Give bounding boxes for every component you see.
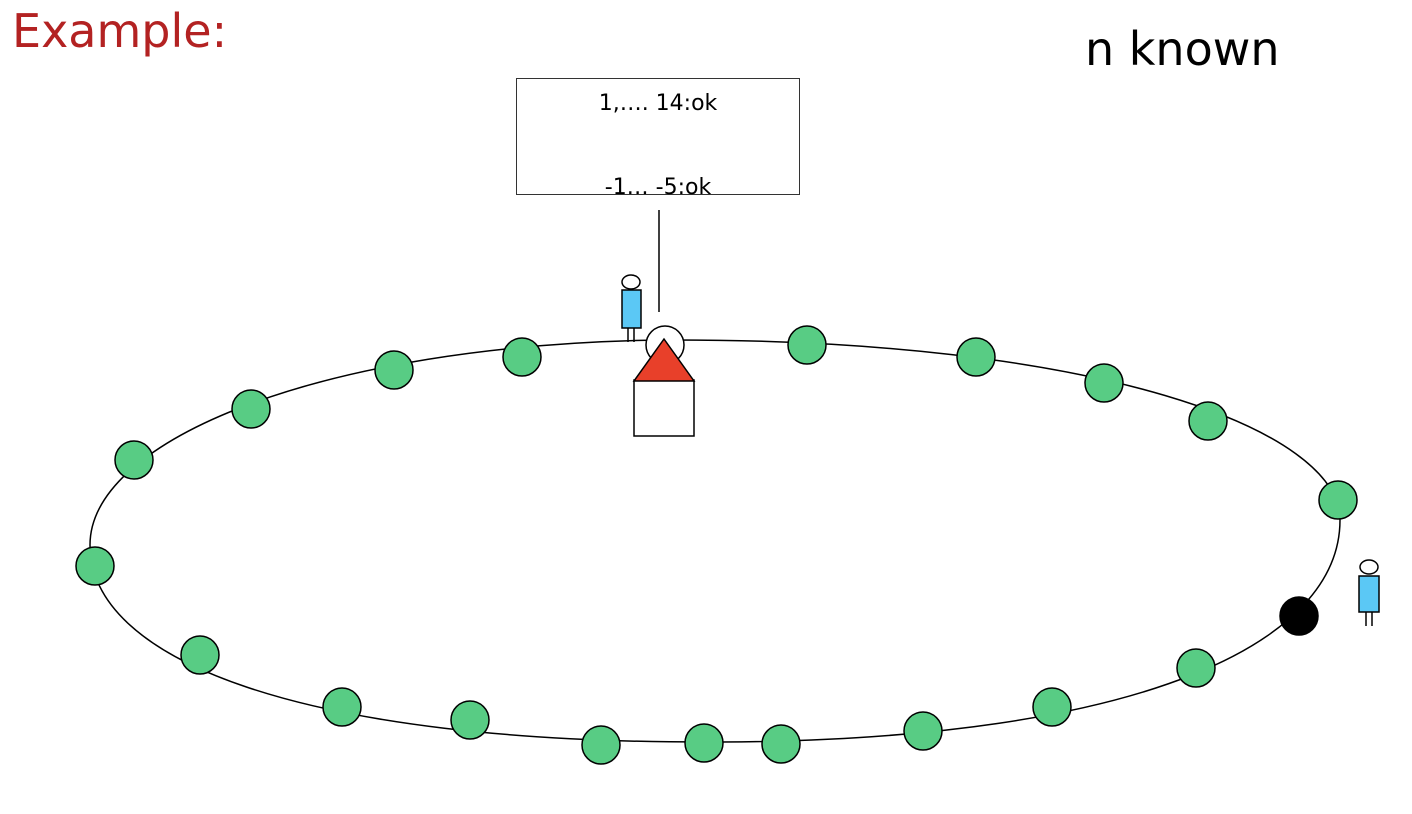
- ring-node: [1032, 687, 1072, 727]
- ring-node: [450, 700, 490, 740]
- slide-subtitle: n known: [1085, 22, 1280, 76]
- ring-node: [1188, 401, 1228, 441]
- ring-node: [231, 389, 271, 429]
- ring-node: [1084, 363, 1124, 403]
- ring-node: [956, 337, 996, 377]
- ring-node: [1318, 480, 1358, 520]
- ring-node: [374, 350, 414, 390]
- ring-nodes: [75, 325, 1358, 765]
- house-body: [633, 379, 695, 437]
- ring-node: [1176, 648, 1216, 688]
- ring-node: [581, 725, 621, 765]
- ring-node: [180, 635, 220, 675]
- ring-node: [761, 724, 801, 764]
- ring-node: [684, 723, 724, 763]
- ring-node: [903, 711, 943, 751]
- ring-node: [114, 440, 154, 480]
- agent-icon-black-node: [1358, 559, 1380, 626]
- slide-title: Example:: [12, 4, 228, 58]
- memo-line-1: 1,…. 14:ok: [598, 91, 718, 116]
- ring-node: [322, 687, 362, 727]
- home-house-icon: [632, 325, 696, 437]
- ring-path: [89, 339, 1341, 743]
- memo-line-2: -1… -5:ok: [604, 175, 712, 200]
- black-node: [1279, 596, 1319, 636]
- ring-node: [787, 325, 827, 365]
- ring-node: [75, 546, 115, 586]
- ring-node: [502, 337, 542, 377]
- memo-box: 1,…. 14:ok -1… -5:ok: [516, 78, 800, 199]
- house-roof: [632, 337, 696, 382]
- agent-icon-home: [621, 274, 642, 342]
